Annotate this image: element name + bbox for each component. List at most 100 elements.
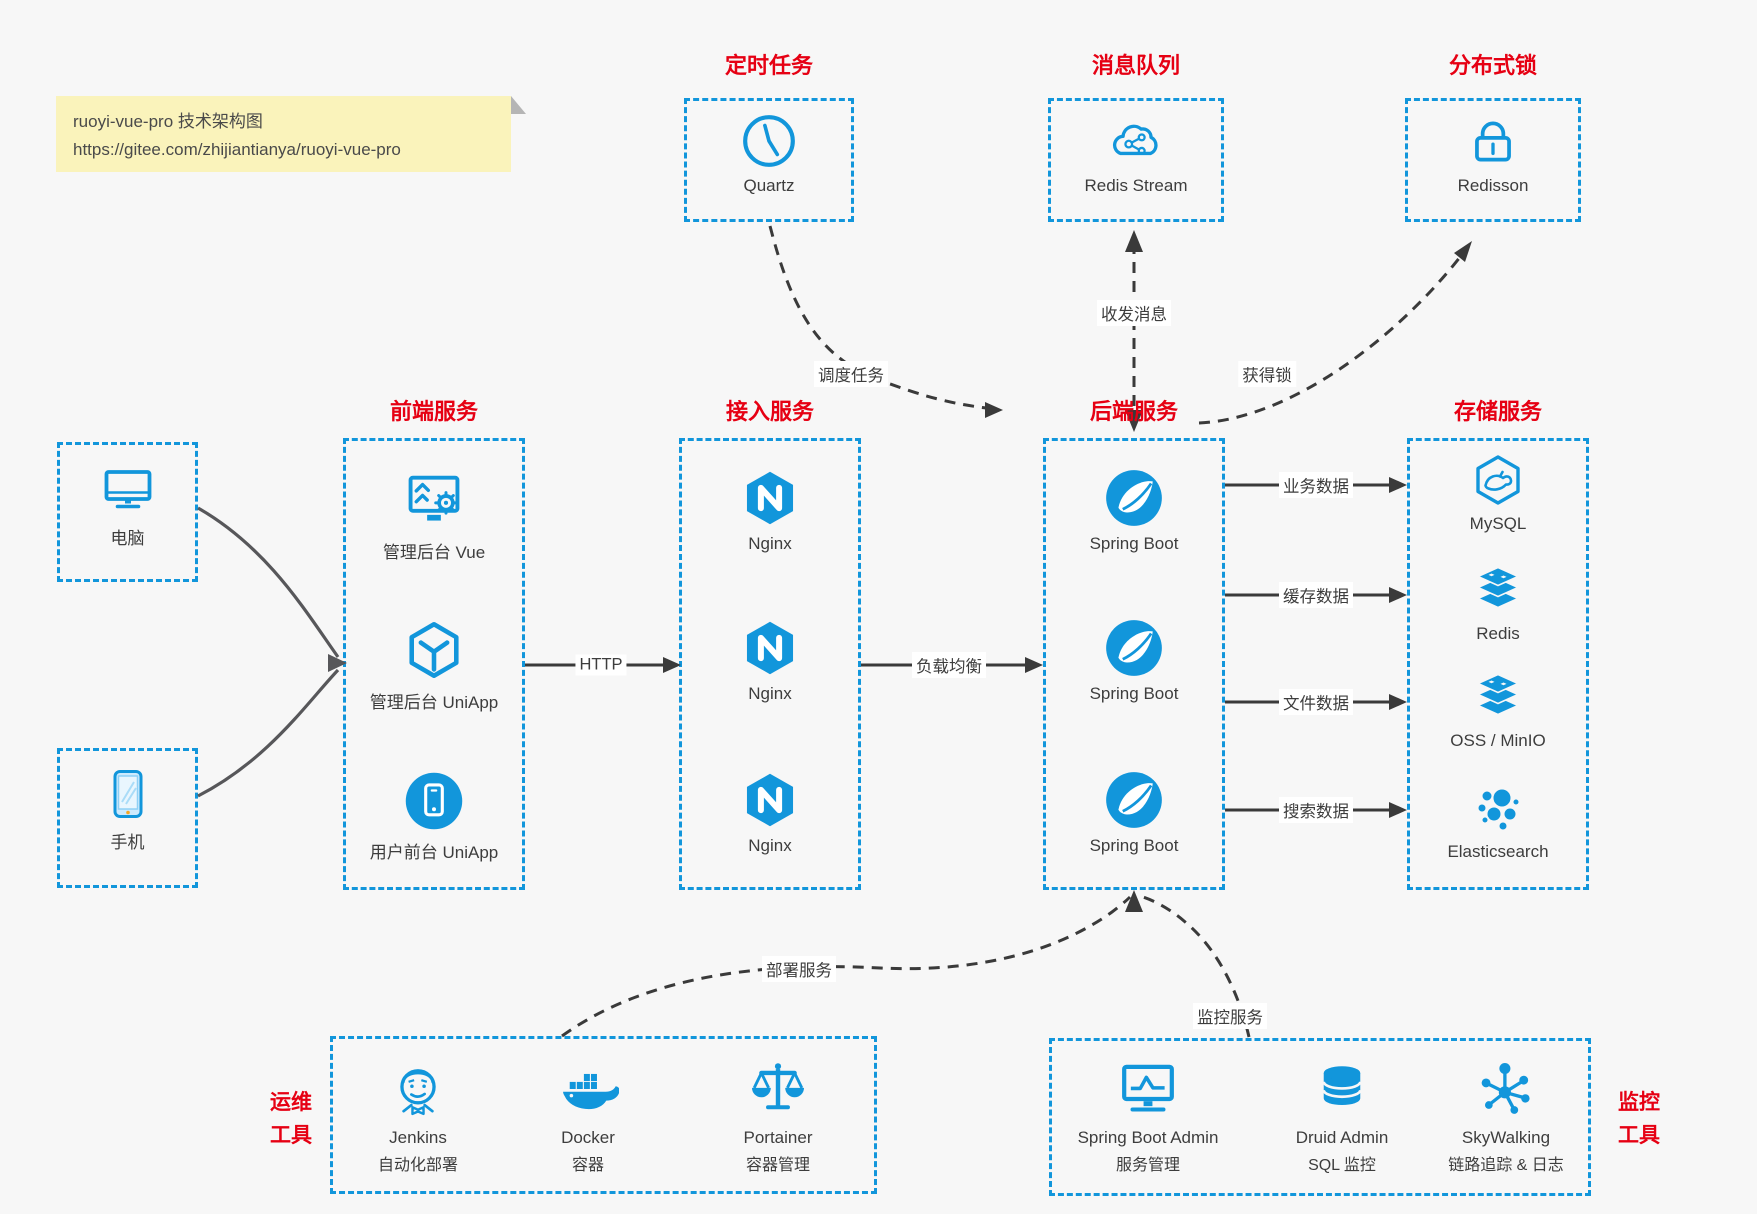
spring-icon xyxy=(1104,468,1164,528)
node-spring-3: Spring Boot xyxy=(1043,770,1225,856)
group-distributed-lock xyxy=(1405,98,1581,222)
node-desc: 链路追踪 & 日志 xyxy=(1448,1157,1564,1174)
elasticsearch-icon xyxy=(1470,780,1526,836)
cloud-share-icon xyxy=(1107,112,1165,170)
group-phone xyxy=(57,748,198,888)
node-label: Redis xyxy=(1476,624,1520,643)
node-label: Spring Boot xyxy=(1089,684,1179,703)
edge-pc-to-frontend xyxy=(197,506,340,658)
node-desc: 自动化部署 xyxy=(377,1157,458,1174)
node-label: Nginx xyxy=(748,534,792,553)
node-elasticsearch: Elasticsearch xyxy=(1407,780,1589,862)
edge-deploy xyxy=(561,895,1132,1038)
node-phone: 手机 xyxy=(57,766,198,853)
label-monitor-line2: 工具 xyxy=(1618,1124,1660,1147)
node-desc: SQL 监控 xyxy=(1308,1157,1376,1174)
title-scheduled-tasks: 定时任务 xyxy=(724,53,813,78)
node-admin-vue: 管理后台 Vue xyxy=(343,468,525,563)
client-curves xyxy=(197,506,340,798)
node-druid-admin: Druid Admin SQL 监控 xyxy=(1249,1058,1435,1175)
group-backend xyxy=(1043,438,1225,890)
edge-label-http: HTTP xyxy=(575,654,627,676)
edge-label-acquire-lock: 获得锁 xyxy=(1238,361,1296,387)
node-skywalking: SkyWalking 链路追踪 & 日志 xyxy=(1413,1058,1599,1175)
admin-vue-icon xyxy=(402,468,466,532)
title-backend: 后端服务 xyxy=(1089,399,1178,424)
node-label: 手机 xyxy=(110,833,145,852)
edge-phone-to-frontend xyxy=(197,668,340,798)
edge-label-schedule: 调度任务 xyxy=(814,361,888,387)
node-label: 用户前台 UniApp xyxy=(369,843,499,862)
label-ops-line1: 运维 xyxy=(270,1091,312,1114)
node-portainer: Portainer 容器管理 xyxy=(688,1058,868,1175)
sticky-note: ruoyi-vue-pro 技术架构图 https://gitee.com/zh… xyxy=(56,96,526,172)
node-label: Nginx xyxy=(748,836,792,855)
node-nginx-3: Nginx xyxy=(679,770,861,856)
cube-icon xyxy=(402,618,466,682)
edge-label-messaging: 收发消息 xyxy=(1097,300,1171,326)
node-desc: 服务管理 xyxy=(1115,1157,1180,1174)
group-pc xyxy=(57,442,198,582)
node-desc: 容器 xyxy=(571,1157,604,1174)
edge-label-deploy: 部署服务 xyxy=(762,956,836,982)
node-label: Spring Boot xyxy=(1089,534,1179,553)
node-nginx-2: Nginx xyxy=(679,618,861,704)
label-monitor-line1: 监控 xyxy=(1618,1091,1660,1114)
node-label: Nginx xyxy=(748,684,792,703)
nginx-icon xyxy=(740,618,800,678)
group-scheduled-tasks xyxy=(684,98,854,222)
spring-icon xyxy=(1104,618,1164,678)
edge-label-cache-data: 缓存数据 xyxy=(1279,582,1353,608)
group-storage xyxy=(1407,438,1589,890)
node-quartz: Quartz xyxy=(684,112,854,196)
arrowheads xyxy=(328,230,1472,912)
app-circle-icon xyxy=(403,770,465,832)
lock-icon xyxy=(1464,112,1522,170)
edge-label-search-data: 搜索数据 xyxy=(1279,797,1353,823)
edge-label-file-data: 文件数据 xyxy=(1279,689,1353,715)
edge-label-load-balance: 负载均衡 xyxy=(912,652,986,678)
title-gateway: 接入服务 xyxy=(725,399,814,424)
node-name: Druid Admin xyxy=(1295,1128,1389,1147)
edge-acquire-lock xyxy=(1198,251,1466,425)
title-storage: 存储服务 xyxy=(1453,399,1542,424)
title-distributed-lock: 分布式锁 xyxy=(1448,53,1537,78)
node-user-uniapp: 用户前台 UniApp xyxy=(343,770,525,863)
solid-arrows xyxy=(525,483,1390,812)
node-label: Redis Stream xyxy=(1084,176,1188,195)
nginx-icon xyxy=(740,770,800,830)
node-nginx-1: Nginx xyxy=(679,468,861,554)
group-ops-tools xyxy=(330,1036,877,1194)
node-label: 电脑 xyxy=(110,529,145,548)
group-message-queue xyxy=(1048,98,1224,222)
phone-icon xyxy=(100,766,156,822)
node-label: 管理后台 Vue xyxy=(382,543,486,562)
jenkins-icon xyxy=(387,1058,449,1120)
node-name: Portainer xyxy=(743,1128,813,1147)
node-name: Docker xyxy=(561,1128,615,1147)
node-label: 管理后台 UniApp xyxy=(369,693,499,712)
note-url: https://gitee.com/zhijiantianya/ruoyi-vu… xyxy=(73,140,401,159)
node-label: Spring Boot xyxy=(1089,836,1179,855)
node-spring-1: Spring Boot xyxy=(1043,468,1225,554)
node-mysql: MySQL xyxy=(1407,452,1589,534)
node-spring-2: Spring Boot xyxy=(1043,618,1225,704)
node-label: MySQL xyxy=(1469,514,1527,533)
node-redis: Redis xyxy=(1407,562,1589,644)
label-ops-line2: 工具 xyxy=(270,1124,312,1147)
node-desc: 容器管理 xyxy=(745,1157,810,1174)
database-icon xyxy=(1311,1058,1373,1120)
label-monitor-tools: 监控 工具 xyxy=(1599,1086,1679,1152)
node-label: Quartz xyxy=(743,176,795,195)
redis-stack-icon xyxy=(1470,562,1526,618)
node-redisson: Redisson xyxy=(1405,112,1581,196)
scales-icon xyxy=(747,1058,809,1120)
edge-label-business-data: 业务数据 xyxy=(1279,472,1353,498)
node-name: Spring Boot Admin xyxy=(1077,1128,1219,1147)
docker-whale-icon xyxy=(557,1058,619,1120)
node-jenkins: Jenkins 自动化部署 xyxy=(328,1058,508,1175)
node-name: Jenkins xyxy=(389,1128,447,1147)
node-label: OSS / MinIO xyxy=(1450,731,1546,750)
nginx-icon xyxy=(740,468,800,528)
